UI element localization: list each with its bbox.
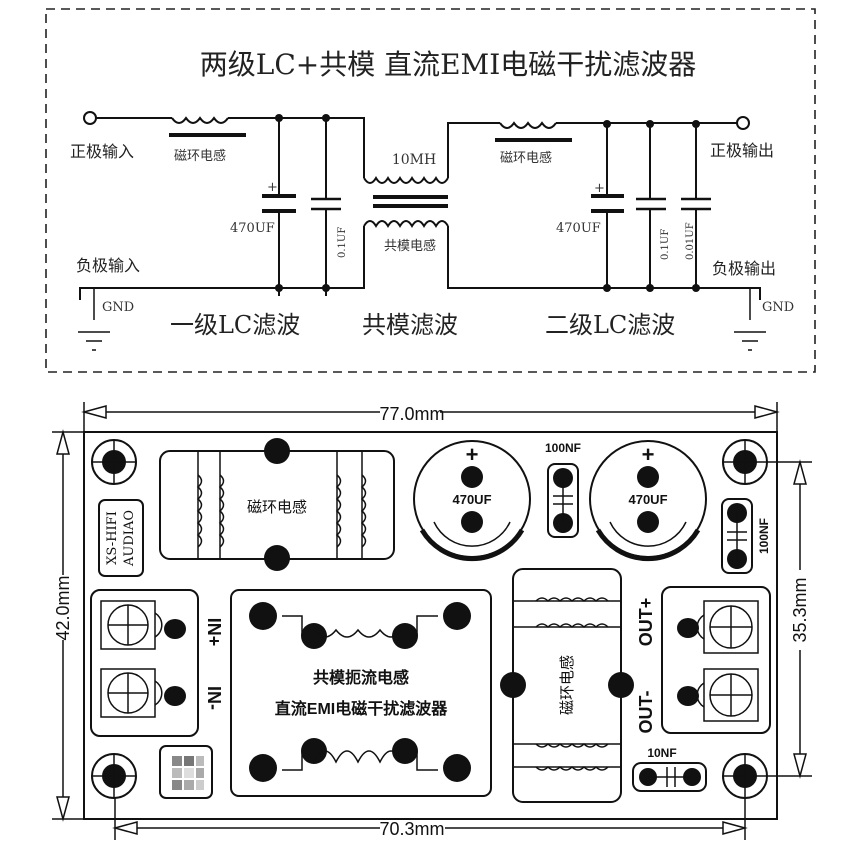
cm-choke-label: 共模电感 [384,238,436,254]
pcb-outline [83,431,778,820]
cap-470-out-plates [591,194,624,213]
neg-output-label: 负极输出 [712,259,776,278]
cap-001-out-label: 0.01UF [685,222,696,260]
pos-output-terminal [736,116,750,130]
dim-hole-x: 70.3mm [112,775,748,840]
pos-output-label: 正极输出 [710,141,774,160]
neg-input-label: 负极输入 [76,256,140,275]
brand-line2: AUDIAO [122,510,137,567]
gnd-out-label: GND [762,300,794,315]
cap-01-in-plates [311,197,341,211]
brand-label: XS-HIFI AUDIAO [98,499,144,577]
toroid-inductor-right: 磁环电感 [500,568,634,803]
wire [447,122,500,178]
input-terminal-block [90,589,199,737]
in-minus-label: IN- [204,686,224,710]
inductor2-coil [499,121,557,129]
out-plus-label: OUT+ [636,598,656,647]
inductor1-label: 磁环电感 [174,148,226,164]
node-dot [322,284,330,292]
cap-470-in-label: 470UF [230,221,275,236]
node-dot [603,284,611,292]
ground-icon-right [734,288,766,351]
stage1-label: 一级LC滤波 [170,311,300,339]
dim-height: 42.0mm [52,429,96,822]
pos-input-terminal [83,111,97,125]
pos-input-label: 正极输入 [70,142,134,161]
ceramic-cap-mid: 100NF [545,441,581,538]
electrolytic-cap-right: + 470UF [589,440,707,562]
schematic-title: 两级LC+共模 直流EMI电磁干扰滤波器 [200,48,697,81]
out-minus-label: OUT- [636,690,656,733]
cm-choke-coil-top [363,176,449,184]
cap-bottom-value: 10NF [647,746,676,760]
cap-470-in-plus: + [267,180,278,195]
ceramic-cap-bottom: 10NF [632,746,707,792]
dim-height-label: 42.0mm [53,575,73,640]
cap-001-out-plates [681,197,711,211]
cap-left-plus: + [466,442,479,467]
mounting-hole-br [722,753,768,799]
cm-choke-block: 共模扼流电感 直流EMI电磁干扰滤波器 [230,589,492,797]
cap-470-in-plates [262,194,296,213]
cap-01-in-label: 0.1UF [337,227,348,258]
cap-mid-value: 100NF [545,441,581,455]
qr-code [159,745,213,799]
dim-width: 77.0mm [81,402,780,432]
stage2-label: 共模滤波 [362,311,458,339]
cm-choke-line2: 直流EMI电磁干扰滤波器 [275,699,448,718]
schematic: 两级LC+共模 直流EMI电磁干扰滤波器 正极输入 磁环电感 + 470UF 0… [45,8,816,373]
ground-icon-left [78,288,110,351]
cap-01-out-plates [636,197,666,211]
cap-470-out-label: 470UF [556,221,601,236]
brand-line1: XS-HIFI [105,511,120,565]
node-dot [646,284,654,292]
cap-left-value: 470UF [452,492,491,507]
cap-right-value: 470UF [628,492,667,507]
dim-hole-y-label: 35.3mm [790,577,810,642]
mounting-hole-tr [722,439,768,485]
inductor1-coil [171,116,229,124]
in-plus-label: IN+ [204,618,224,647]
schematic-border [45,8,816,373]
dim-hole-y: 35.3mm [745,459,812,779]
toroid-inductor-top: 磁环电感 [159,438,395,571]
gnd-in-label: GND [102,300,134,315]
ceramic-cap-side: 100NF [721,498,771,574]
gnd-rail-left [79,226,365,300]
cap-01-out-label: 0.1UF [660,229,671,260]
cap-right-plus: + [642,442,655,467]
dim-hole-x-label: 70.3mm [379,819,444,839]
mounting-hole-tl [91,439,137,485]
cm-choke-core [373,195,448,208]
cap-470-out-plus: + [594,181,605,196]
pcb-drawing: 77.0mm 42.0mm 70.3mm 35.3mm [52,402,812,840]
cm-choke-value: 10MH [392,152,436,168]
output-terminal-block [661,586,771,734]
inductor2-label: 磁环电感 [500,150,552,166]
dim-width-label: 77.0mm [379,404,444,424]
cap-side-value: 100NF [757,518,771,554]
electrolytic-cap-left: + 470UF [413,440,531,562]
node-dot [692,284,700,292]
cm-choke-line1: 共模扼流电感 [313,668,409,687]
node-dot [275,284,283,292]
toroid-top-label: 磁环电感 [247,498,307,516]
mounting-hole-bl [91,753,137,799]
toroid-right-label: 磁环电感 [558,655,576,715]
stage3-label: 二级LC滤波 [545,311,675,339]
cm-choke-coil-bottom [363,220,449,228]
wire [228,117,365,178]
